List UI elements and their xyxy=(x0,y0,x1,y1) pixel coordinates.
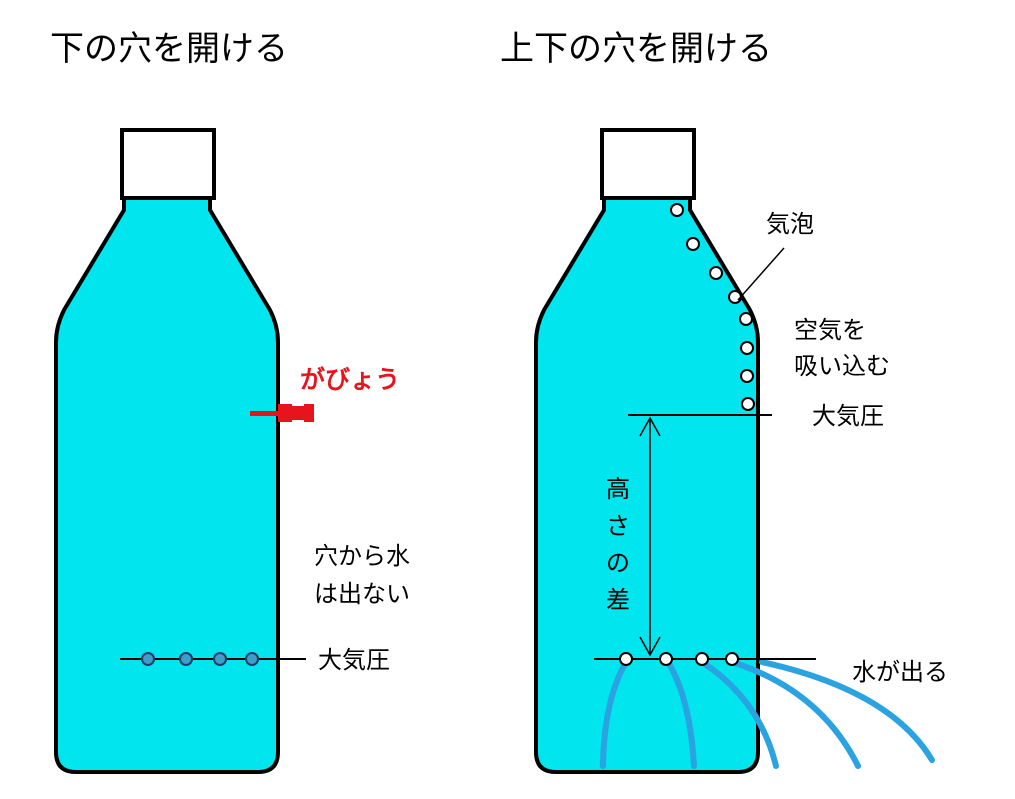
hole-marker xyxy=(245,652,259,666)
right-top-pressure-label: 大気圧 xyxy=(812,402,884,430)
left-bottle xyxy=(54,128,280,774)
water-stream xyxy=(665,659,697,769)
water-stream xyxy=(699,659,779,769)
bubble xyxy=(740,369,754,383)
left-pressure-label: 大気圧 xyxy=(318,646,390,674)
height-char: 差 xyxy=(606,586,630,614)
left-note-line2: は出ない xyxy=(314,580,410,608)
bubble xyxy=(739,312,753,326)
bubble xyxy=(686,237,700,251)
left-bottle-cap xyxy=(120,128,216,200)
hole-marker xyxy=(141,652,155,666)
hole-marker xyxy=(619,652,633,666)
water-stream xyxy=(729,659,861,769)
height-difference-label: 高 さ の 差 xyxy=(606,475,630,614)
air-label-line1: 空気を xyxy=(794,316,866,344)
water-stream xyxy=(600,659,629,769)
height-char: 高 xyxy=(606,475,630,503)
bubble xyxy=(728,290,742,304)
hole-marker xyxy=(213,652,227,666)
left-bottle-body xyxy=(54,196,280,774)
hole-marker xyxy=(179,652,193,666)
water-stream xyxy=(759,659,935,763)
water-streams xyxy=(600,659,935,769)
bubble xyxy=(670,203,684,217)
left-holes xyxy=(141,652,259,666)
bubble-leader-line xyxy=(737,247,785,301)
right-holes xyxy=(619,652,739,666)
left-title: 下の穴を開ける xyxy=(50,29,288,69)
right-title: 上下の穴を開ける xyxy=(500,29,772,69)
hole-marker xyxy=(725,652,739,666)
air-label-line2: 吸い込む xyxy=(794,352,890,380)
height-difference-arrow xyxy=(639,416,661,657)
thumbtack-label: がびょう xyxy=(300,365,400,394)
hole-marker xyxy=(659,652,673,666)
height-char: の xyxy=(606,549,630,577)
right-bottle-cap xyxy=(600,128,696,200)
bubble xyxy=(709,266,723,280)
hole-marker xyxy=(695,652,709,666)
right-bottle xyxy=(534,128,760,774)
water-out-label: 水が出る xyxy=(852,658,948,686)
right-bottle-body xyxy=(534,196,760,774)
height-char: さ xyxy=(606,512,630,540)
bubble xyxy=(740,341,754,355)
bubble xyxy=(741,397,755,411)
bubbles xyxy=(670,203,755,411)
bubble-label: 気泡 xyxy=(766,210,814,238)
left-note-line1: 穴から水 xyxy=(314,542,410,570)
thumbtack-icon xyxy=(250,404,314,422)
